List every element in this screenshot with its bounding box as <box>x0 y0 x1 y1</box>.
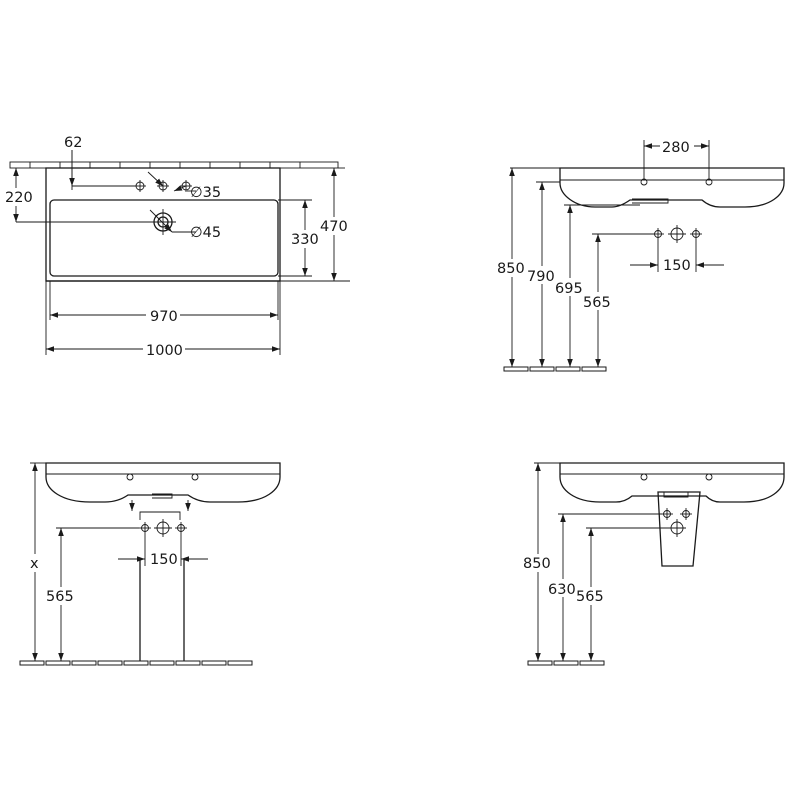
dim-150-label: 150 <box>150 552 178 568</box>
wall-hatch <box>29 162 301 168</box>
dim-565-label: 565 <box>576 589 604 605</box>
supply-connections <box>139 519 187 537</box>
floor-segments <box>503 366 607 372</box>
dim-850-label: 850 <box>497 261 525 277</box>
overflow-bracket <box>632 198 669 204</box>
diameter-45-label: ∅45 <box>190 225 221 241</box>
dim-565-label: 565 <box>583 295 611 311</box>
supply-connections <box>652 225 702 243</box>
dim-150-label: 150 <box>663 258 691 274</box>
dim-x-label: x <box>30 556 39 572</box>
front-view-3: 850 630 565 <box>522 462 785 666</box>
front-view-1: 280 850 790 695 565 <box>496 137 785 372</box>
semi-pedestal <box>657 491 701 567</box>
pedestal-column <box>139 560 185 663</box>
diameter-35-label: ∅35 <box>190 185 221 201</box>
dim-220-label: 220 <box>5 190 33 206</box>
dim-630-label: 630 <box>548 582 576 598</box>
dim-970-label: 970 <box>150 309 178 325</box>
dim-62-label: 62 <box>64 135 82 151</box>
front-view-2: 150 x 565 <box>19 462 281 666</box>
basin-front-outline <box>45 462 281 503</box>
dim-850-label: 850 <box>523 556 551 572</box>
floor-segments <box>19 660 253 666</box>
dim-330-label: 330 <box>291 232 319 248</box>
dim-280-label: 280 <box>662 140 690 156</box>
dim-790-label: 790 <box>527 269 555 285</box>
basin-front-outline <box>559 462 785 503</box>
basin-front-outline <box>559 167 785 208</box>
dim-1000-label: 1000 <box>146 343 183 359</box>
dim-695-label: 695 <box>555 281 583 297</box>
dim-565-label: 565 <box>46 589 74 605</box>
wall-strip <box>9 161 339 169</box>
dim-470-label: 470 <box>320 219 348 235</box>
basin-bowl-outline <box>49 199 279 277</box>
supply-connections <box>661 508 692 537</box>
floor-segments <box>527 660 605 666</box>
top-view: 62 220 ∅35 ∅45 330 470 970 <box>3 135 350 359</box>
drain-outlet <box>150 209 176 235</box>
